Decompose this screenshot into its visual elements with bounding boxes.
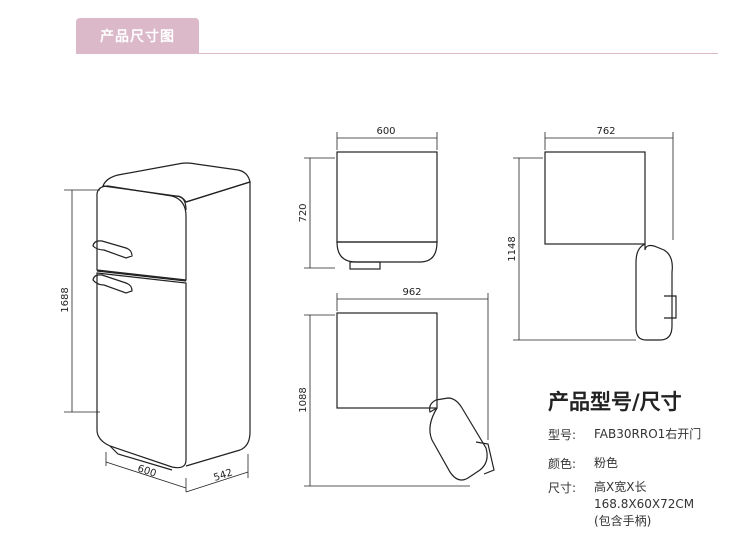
header-tab: 产品尺寸图	[76, 18, 199, 53]
spec-color-key: 颜色:	[548, 457, 577, 471]
spec-size-values: 高X宽X长 168.8X60X72CM (包含手柄)	[594, 479, 694, 530]
spec-size-line1: 高X宽X长	[594, 480, 647, 494]
header-tab-label: 产品尺寸图	[100, 28, 175, 45]
fridge-perspective	[92, 162, 251, 471]
spec-color-row: 颜色: 粉色	[548, 455, 618, 472]
spec-size-line3: (包含手柄)	[594, 514, 652, 528]
open-height-label: 1088	[298, 387, 309, 412]
spec-model-row: 型号: FAB30RRO1右开门	[548, 426, 701, 443]
side-width-label: 762	[596, 126, 615, 137]
spec-color-value: 粉色	[594, 456, 619, 470]
fridge-height-dimension	[64, 189, 100, 413]
side-width-dimension	[544, 132, 674, 240]
side-height-dimension	[513, 157, 636, 341]
spec-size-key: 尺寸:	[548, 481, 577, 495]
plan-height-label: 720	[298, 203, 309, 222]
open-door-view	[336, 312, 495, 481]
open-width-label: 962	[402, 287, 421, 298]
header-divider	[76, 53, 718, 54]
spec-model-value: FAB30RRO1右开门	[594, 427, 702, 441]
plan-height-dimension	[304, 157, 335, 269]
fridge-height-label: 1688	[60, 287, 71, 312]
spec-size-row: 尺寸: 高X宽X长 168.8X60X72CM (包含手柄)	[548, 479, 694, 530]
plan-view	[336, 151, 438, 270]
fridge-width-label: 600	[136, 463, 158, 479]
side-height-label: 1148	[507, 236, 518, 261]
open-width-dimension	[336, 293, 489, 440]
plan-width-label: 600	[376, 126, 395, 137]
spec-size-line2: 168.8X60X72CM	[594, 497, 695, 511]
fridge-depth-dimension	[185, 454, 249, 493]
side-open-view	[544, 151, 677, 341]
open-height-dimension	[304, 314, 470, 487]
plan-width-dimension	[336, 132, 438, 150]
spec-title: 产品型号/尺寸	[548, 390, 682, 414]
spec-model-key: 型号:	[548, 428, 577, 442]
fridge-width-dimension	[105, 452, 187, 492]
fridge-depth-label: 542	[212, 467, 234, 483]
